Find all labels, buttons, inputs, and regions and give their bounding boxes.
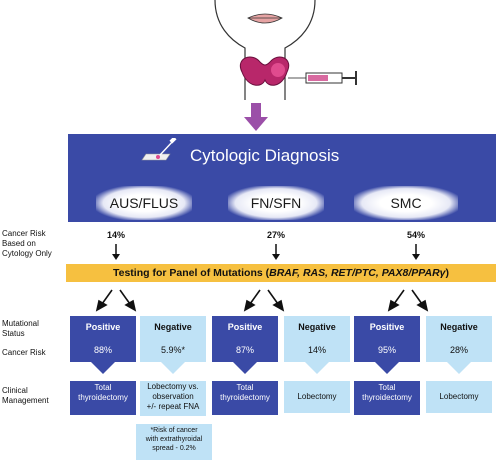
category-fn-sfn: FN/SFN: [228, 186, 324, 220]
branch-arrows: [95, 289, 429, 312]
risk-positive: 87%: [212, 338, 278, 362]
lips-icon: [247, 13, 283, 24]
status-negative: Negative: [140, 316, 206, 338]
mutation-panel-suffix: ): [445, 267, 450, 279]
row-label-cytology-risk: Cancer Risk Based on Cytology Only: [2, 229, 52, 258]
status-positive: Positive: [354, 316, 420, 338]
diagram-title: Cytologic Diagnosis: [190, 146, 340, 165]
cytology-risk-value: 27%: [266, 230, 285, 240]
syringe-icon: [288, 71, 357, 85]
arrow-down-icon: [272, 244, 280, 260]
category-aus-flus: AUS/FLUS: [96, 186, 192, 220]
row-label-mutational-status: Mutational Status: [2, 319, 39, 338]
risk-negative: 14%: [284, 338, 350, 362]
thyroid-illustration: [214, 0, 357, 100]
arrow-down-icon: [112, 244, 120, 260]
status-positive: Positive: [70, 316, 136, 338]
mutation-panel-genes: BRAF, RAS, RET/PTC, PAX8/PPARγ: [269, 267, 446, 279]
arrow-down-icon: [91, 362, 115, 374]
mutation-panel-prefix: Testing for Panel of Mutations (: [112, 267, 270, 279]
management-negative: Lobectomy: [284, 381, 350, 413]
thyroid-icon: [239, 56, 290, 86]
management-negative: Lobectomy vs.observation+/- repeat FNA: [140, 381, 206, 416]
arrow-down-icon: [412, 244, 420, 260]
arrow-down-icon: [375, 362, 399, 374]
arrow-down-icon: [305, 362, 329, 374]
cytology-risk-value: 14%: [106, 230, 125, 240]
risk-negative: 28%: [426, 338, 492, 362]
status-negative: Negative: [426, 316, 492, 338]
row-label-cancer-risk: Cancer Risk: [2, 348, 46, 357]
management-negative: Lobectomy: [426, 381, 492, 413]
cytology-risk-value: 54%: [406, 230, 425, 240]
status-positive: Positive: [212, 316, 278, 338]
arrow-down-icon: [233, 362, 257, 374]
status-negative: Negative: [284, 316, 350, 338]
risk-negative: 5.9%*: [140, 338, 206, 362]
mutation-panel-band: Testing for Panel of Mutations (BRAF, RA…: [66, 264, 496, 282]
risk-positive: 88%: [70, 338, 136, 362]
row-label-clinical-management: Clinical Management: [2, 386, 49, 405]
slide-needle-icon: [141, 138, 177, 161]
category-smc: SMC: [354, 186, 458, 220]
arrow-down-icon: [161, 362, 185, 374]
down-arrow-icon: [244, 103, 268, 131]
arrow-down-icon: [447, 362, 471, 374]
risk-positive: 95%: [354, 338, 420, 362]
